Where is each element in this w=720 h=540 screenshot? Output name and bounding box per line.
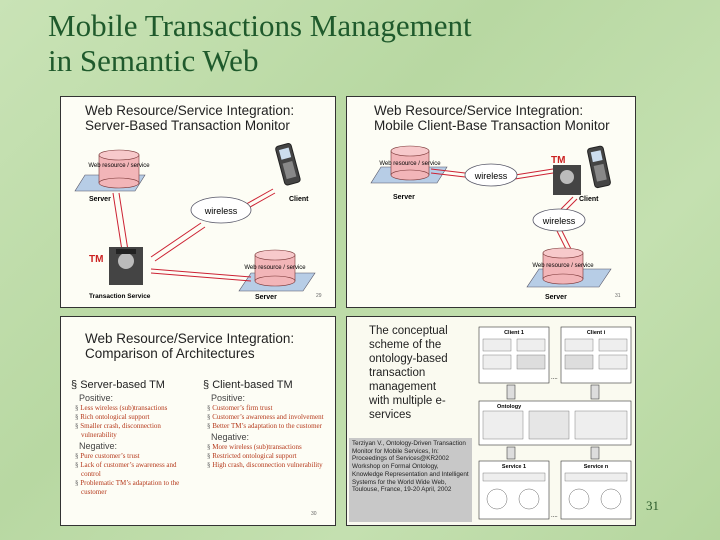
tr-server2-label: Server — [545, 294, 567, 301]
wireless-cloud-icon — [190, 196, 252, 224]
client-negative-label: Negative: — [211, 432, 250, 442]
flow-arrows — [506, 384, 600, 460]
panel-tl-slide-no: 29 — [316, 293, 322, 299]
client-based-diagram: Web resource / service Server wireless T… — [370, 145, 621, 301]
panel-bl-title: Web Resource/Service Integration: Compar… — [85, 331, 295, 361]
server-negative-label: Negative: — [79, 441, 118, 451]
server-based-column: § Server-based TM Positive: Less wireles… — [71, 379, 197, 497]
tr-wireless-top-label: wireless — [474, 171, 508, 181]
server-based-heading: § Server-based TM — [71, 379, 165, 391]
list-item: Lack of customer’s awareness and control — [71, 461, 197, 479]
tr-wireless-mid-label: wireless — [542, 216, 576, 226]
panel-tl-title: Web Resource/Service Integration: Server… — [85, 103, 295, 133]
list-item: Less wireless (sub)transactions — [71, 404, 197, 413]
list-item: More wireless (sub)transactions — [203, 443, 329, 452]
tr-client-label: Client — [579, 196, 599, 203]
svg-text:Ontology: Ontology — [497, 404, 522, 410]
list-item: Restricted ontological support — [203, 452, 329, 461]
transaction-monitor-icon — [109, 247, 143, 285]
server2-cylinder-text: Web resource / service — [244, 265, 306, 271]
tr-tm-label: TM — [551, 155, 565, 166]
client-label: Client — [289, 196, 309, 203]
list-item: Customer’s firm trust — [203, 404, 329, 413]
list-item: Pure customer’s trust — [71, 452, 197, 461]
title-line-2: in Semantic Web — [48, 43, 259, 78]
ontology-box: Ontology — [478, 400, 632, 446]
tm-label: TM — [89, 254, 103, 265]
server-label: Server — [89, 196, 111, 203]
list-item: Smaller crash, disconnection vulnerabili… — [71, 422, 197, 440]
client-positive-label: Positive: — [211, 393, 246, 403]
server-database-icon — [98, 149, 140, 189]
service1-box: Service 1 — [478, 460, 550, 520]
list-item: Rich ontological support — [71, 413, 197, 422]
conceptual-scheme-text: The conceptual scheme of the ontology-ba… — [369, 325, 448, 421]
svg-text:Service n: Service n — [584, 464, 609, 470]
svg-text:Service 1: Service 1 — [502, 464, 526, 470]
panel-server-based-tm: Web Resource/Service Integration: Server… — [60, 96, 336, 308]
citation-box: Terziyan V., Ontology-Driven Transaction… — [349, 438, 472, 522]
server-cylinder-text: Web resource / service — [88, 163, 150, 169]
server-based-diagram: Web resource / service Server Client wir… — [74, 143, 322, 301]
tr-server-label: Server — [393, 194, 415, 201]
panel-bl-slide-no: 30 — [311, 511, 317, 517]
page-number: 31 — [646, 498, 659, 513]
panel-tr-title: Web Resource/Service Integration: Mobile… — [374, 103, 610, 133]
tr-server2-database-icon — [542, 247, 584, 285]
service-dots: .... — [551, 513, 558, 519]
panel-client-based-tm: Web Resource/Service Integration: Mobile… — [346, 96, 636, 308]
tr-wireless-cloud-top — [464, 163, 518, 187]
client1-box: Client 1 — [478, 326, 550, 384]
tr-server-cylinder-text: Web resource / service — [379, 161, 441, 167]
panel-tr-slide-no: 31 — [615, 293, 621, 299]
wireless-label: wireless — [204, 206, 238, 216]
title-line-1: Mobile Transactions Management — [48, 8, 472, 43]
tr-server2-cylinder-text: Web resource / service — [532, 263, 594, 269]
server2-database-icon — [254, 249, 296, 287]
client-i-box: Client i — [560, 326, 632, 384]
transaction-service-label: Transaction Service — [89, 293, 151, 300]
svg-text:Client i: Client i — [587, 330, 606, 336]
tr-transaction-arrows — [430, 168, 578, 252]
tr-server-database-icon — [390, 145, 430, 181]
client-dots: .... — [551, 375, 558, 381]
service-n-box: Service n — [560, 460, 632, 520]
list-item: High crash, disconnection vulnerability — [203, 461, 329, 470]
client-based-heading: § Client-based TM — [203, 379, 293, 391]
list-item: Customer’s awareness and involvement — [203, 413, 329, 422]
tr-transaction-monitor-icon — [553, 165, 581, 195]
tr-mobile-phone-icon — [587, 145, 611, 189]
client-based-column: § Client-based TM Positive: Customer’s f… — [203, 379, 329, 470]
mobile-phone-icon — [275, 143, 301, 186]
tr-wireless-cloud-mid — [532, 208, 586, 232]
slide-title: Mobile Transactions Management in Semant… — [48, 8, 472, 78]
transaction-arrows — [112, 188, 276, 282]
svg-text:Client 1: Client 1 — [504, 330, 524, 336]
server2-label: Server — [255, 294, 277, 301]
ontology-scheme-diagram: Client 1 .... Client i Ontology — [478, 326, 632, 520]
panel-comparison: Web Resource/Service Integration: Compar… — [60, 316, 336, 526]
server-positive-label: Positive: — [79, 393, 114, 403]
list-item: Problematic TM’s adaptation to the custo… — [71, 479, 197, 497]
list-item: Better TM’s adaptation to the customer — [203, 422, 329, 431]
